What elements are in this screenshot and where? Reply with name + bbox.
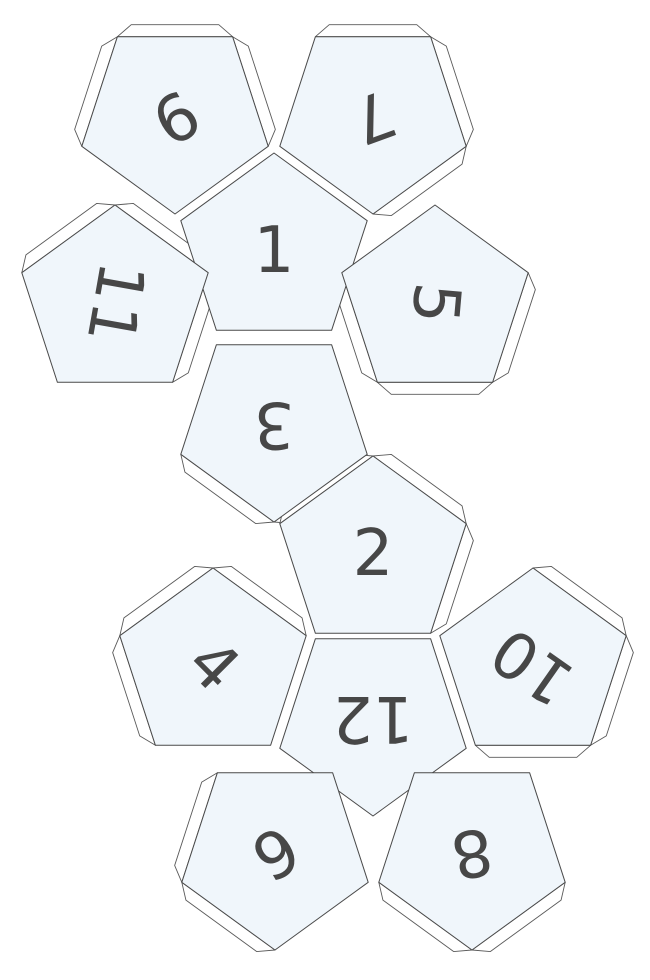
face-number: 3 bbox=[254, 387, 295, 461]
face-bottom-left: 6 bbox=[181, 772, 369, 951]
face-pentagon bbox=[180, 344, 368, 523]
face-upper-right: 5 bbox=[341, 204, 529, 383]
face-number: 5 bbox=[396, 279, 473, 326]
face-top-right: 7 bbox=[279, 36, 467, 215]
face-upper-bottom: 3 bbox=[180, 344, 368, 523]
face-pentagon bbox=[180, 152, 368, 331]
face-pentagon bbox=[378, 772, 566, 951]
face-pentagon bbox=[279, 455, 467, 634]
glue-tab bbox=[116, 24, 234, 38]
face-pentagon bbox=[181, 772, 369, 951]
face-pentagon bbox=[21, 204, 209, 383]
face-lower-top: 2 bbox=[279, 455, 467, 634]
face-pentagon bbox=[81, 36, 269, 215]
face-center-bottom: 12 bbox=[279, 638, 467, 817]
face-number: 1 bbox=[254, 214, 295, 288]
face-upper-left: 11 bbox=[21, 204, 209, 383]
face-lower-right: 10 bbox=[439, 567, 627, 746]
face-pentagon bbox=[279, 36, 467, 215]
face-number: 12 bbox=[332, 681, 413, 755]
face-number: 11 bbox=[71, 256, 158, 349]
face-lower-left: 4 bbox=[119, 567, 307, 746]
glue-tab bbox=[474, 744, 592, 758]
face-bottom-right: 8 bbox=[378, 772, 566, 951]
face-top-left: 9 bbox=[81, 36, 269, 215]
face-pentagon bbox=[279, 638, 467, 817]
face-center-top: 1 bbox=[180, 152, 368, 331]
glue-tab bbox=[376, 381, 494, 395]
face-pentagon bbox=[341, 204, 529, 383]
face-pentagon bbox=[439, 567, 627, 746]
face-number: 2 bbox=[353, 517, 394, 591]
face-pentagon bbox=[119, 567, 307, 746]
glue-tab bbox=[314, 24, 432, 38]
